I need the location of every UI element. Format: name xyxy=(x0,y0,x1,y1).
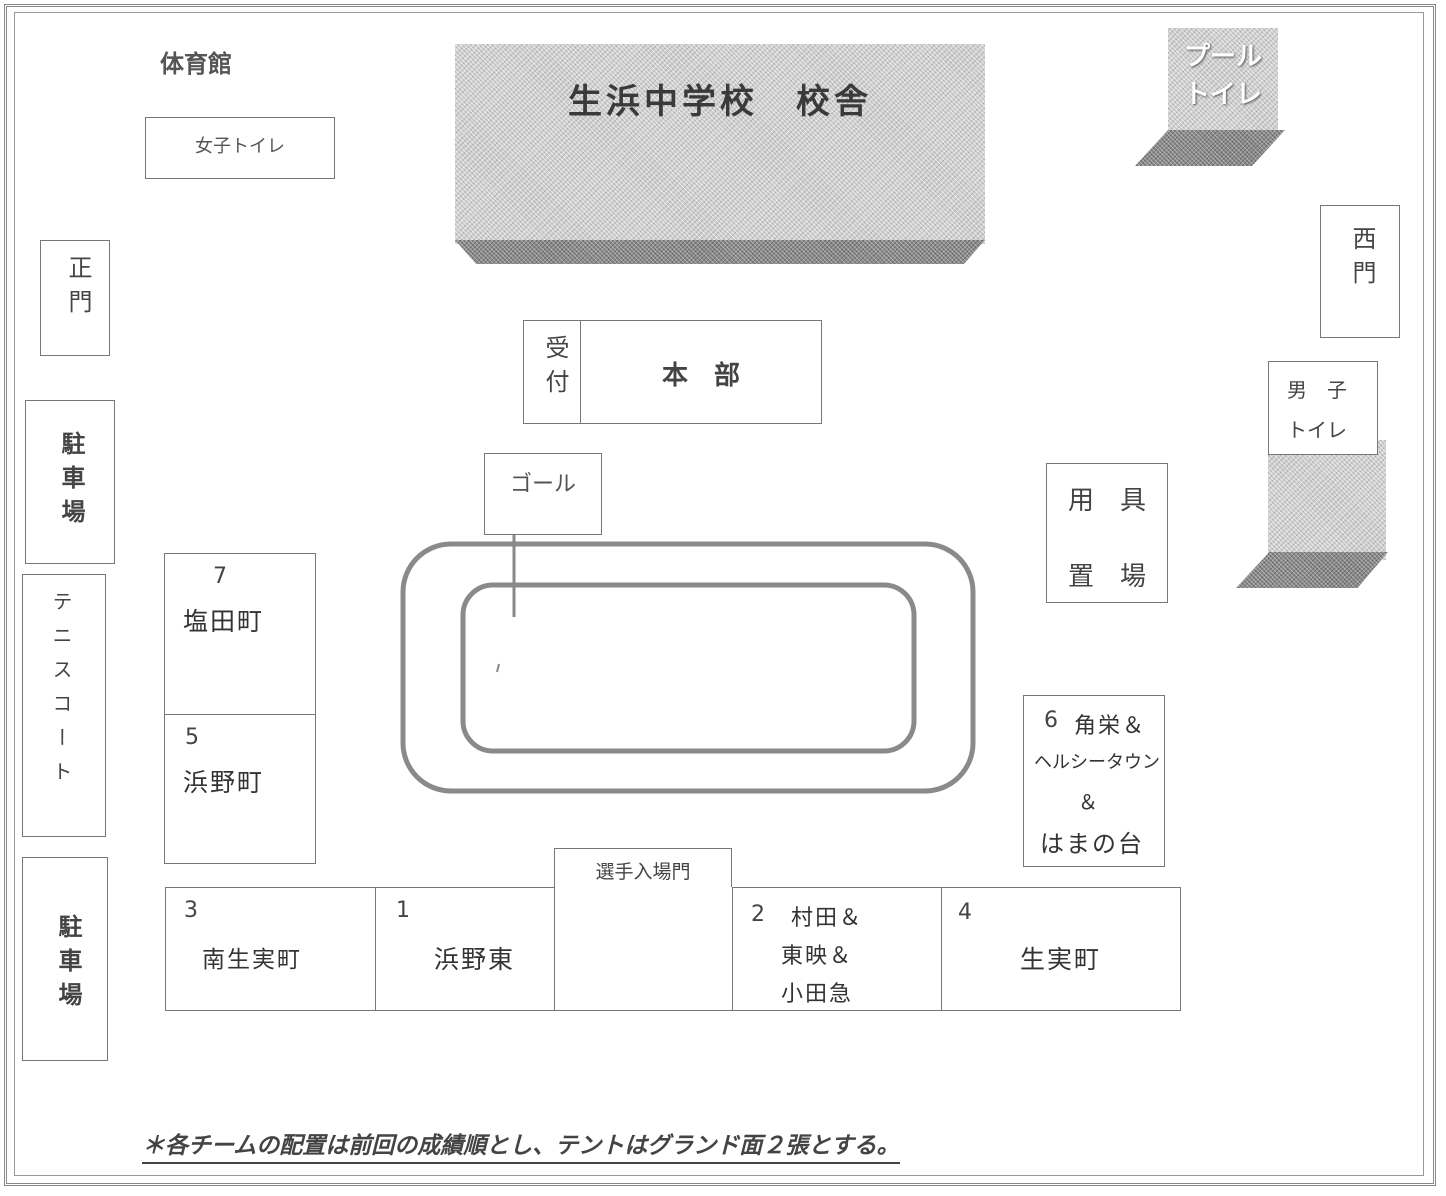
boys-toilet-label-1: 男 子 xyxy=(1287,378,1347,402)
athlete-gate-label: 選手入場門 xyxy=(595,861,691,883)
track-mark xyxy=(496,663,500,673)
parking-south: 駐車場 xyxy=(22,857,108,1061)
team-4-name: 生実町 xyxy=(1020,945,1102,974)
equipment-storage: 用 具 置 場 xyxy=(1046,463,1168,603)
school-building-base xyxy=(455,240,985,264)
team-6-number: 6 xyxy=(1044,708,1058,733)
main-gate: 正門 xyxy=(40,240,110,356)
pool-toilet-label: プール トイレ xyxy=(1183,42,1262,110)
tennis-court-label: テニスコート xyxy=(49,591,73,795)
team-6-name-4: はまの台 xyxy=(1040,830,1144,858)
team-6-name-2: ヘルシータウン xyxy=(1034,752,1160,773)
team-6-name-3: ＆ xyxy=(1078,790,1100,814)
tennis-court: テニスコート xyxy=(22,574,106,837)
track-outer-lane xyxy=(400,541,976,794)
team-1-name: 浜野東 xyxy=(434,945,516,974)
athlete-entrance-gate: 選手入場門 xyxy=(554,848,732,888)
boys-toilet-block xyxy=(1268,440,1386,560)
main-gate-label: 正門 xyxy=(64,255,92,323)
team-5-number: 5 xyxy=(185,725,199,750)
goal-label: ゴール xyxy=(509,472,576,497)
gate-passage xyxy=(554,887,733,1011)
boys-toilet-label-2: トイレ xyxy=(1287,418,1347,442)
team-7-number: 7 xyxy=(213,564,227,589)
west-gate-label: 西門 xyxy=(1348,226,1376,294)
team-tent-3: 3 南生実町 xyxy=(165,887,376,1011)
team-3-name: 南生実町 xyxy=(202,947,302,973)
reception-label: 受付 xyxy=(541,335,569,403)
parking-north: 駐車場 xyxy=(25,400,115,564)
team-7-name: 塩田町 xyxy=(183,607,265,636)
parking-north-label: 駐車場 xyxy=(57,431,85,533)
map-outer-frame xyxy=(4,4,1436,1186)
team-tent-2: 2 村田＆ 東映＆ 小田急 xyxy=(732,887,942,1011)
team-6-name: 角栄＆ xyxy=(1074,714,1147,739)
girls-toilet: 女子トイレ xyxy=(145,117,335,179)
track-inner-lane xyxy=(460,582,917,754)
team-2-name: 村田＆ xyxy=(791,906,864,931)
team-1-number: 1 xyxy=(396,898,410,923)
girls-toilet-label: 女子トイレ xyxy=(195,136,285,157)
goal: ゴール xyxy=(484,453,602,535)
team-2-name-3: 小田急 xyxy=(781,982,854,1007)
equipment-label-2: 置 場 xyxy=(1067,562,1146,592)
gymnasium-label: 体育館 xyxy=(160,50,232,78)
west-gate: 西門 xyxy=(1320,205,1400,338)
team-5-name: 浜野町 xyxy=(183,768,265,797)
team-tent-5: 5 浜野町 xyxy=(164,714,316,864)
school-building-label: 生浜中学校 校舎 xyxy=(568,82,872,122)
team-tent-6: 6 角栄＆ ヘルシータウン ＆ はまの台 xyxy=(1023,695,1165,867)
parking-south-label: 駐車場 xyxy=(54,914,82,1016)
headquarters: 本 部 xyxy=(580,320,822,424)
pool-toilet: プール トイレ xyxy=(1168,28,1278,136)
layout-note: ＊各チームの配置は前回の成績順とし、テントはグランド面２張とする。 xyxy=(142,1126,900,1164)
reception: 受付 xyxy=(523,320,581,424)
team-2-number: 2 xyxy=(751,902,765,927)
team-tent-1: 1 浜野東 xyxy=(375,887,555,1011)
map-inner-frame xyxy=(14,12,1424,1176)
team-2-name-2: 東映＆ xyxy=(781,944,854,969)
team-4-number: 4 xyxy=(958,900,972,925)
team-3-number: 3 xyxy=(184,898,198,923)
boys-toilet: 男 子 トイレ xyxy=(1268,361,1378,455)
school-building: 生浜中学校 校舎 xyxy=(455,44,985,244)
team-tent-7: 7 塩田町 xyxy=(164,553,316,715)
headquarters-label: 本 部 xyxy=(661,361,740,391)
equipment-label-1: 用 具 xyxy=(1067,486,1146,516)
team-tent-4: 4 生実町 xyxy=(941,887,1181,1011)
